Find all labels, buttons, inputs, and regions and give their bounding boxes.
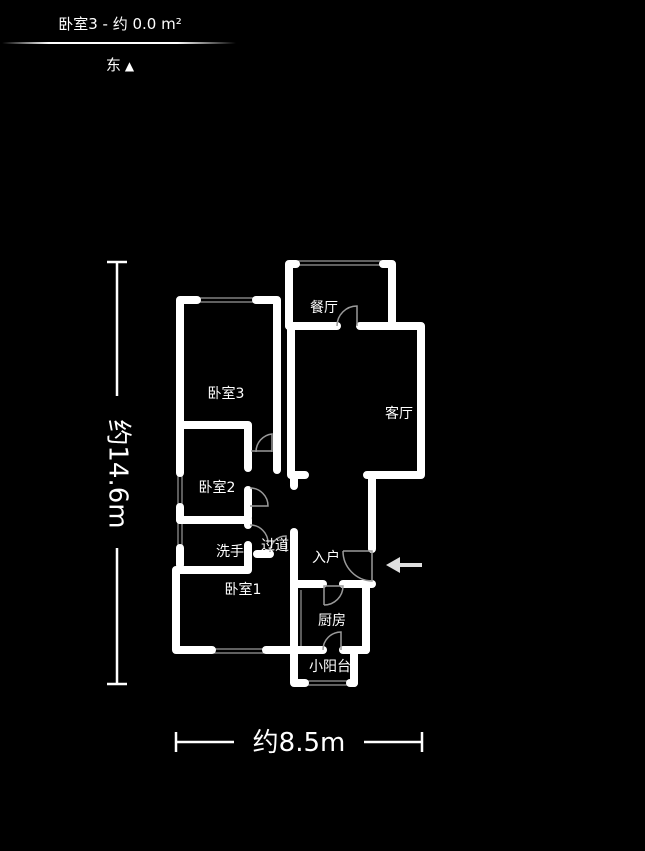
doors [249, 305, 373, 651]
height-dimension [107, 260, 127, 686]
room-labels: 餐厅 卧室3 客厅 卧室2 洗手 过道 入户 卧室1 厨房 小阳台 [199, 300, 413, 675]
arrow-left-icon [386, 557, 422, 573]
triangle-up-icon: ▲ [124, 59, 135, 73]
room-label-kitchen[interactable]: 厨房 [318, 613, 346, 629]
walls [172, 260, 425, 687]
room-label-dining[interactable]: 餐厅 [310, 300, 338, 316]
room-label-corridor[interactable]: 过道 [261, 538, 289, 554]
room-label-living[interactable]: 客厅 [385, 405, 413, 422]
width-dimension [174, 732, 424, 752]
width-label: 约8.5m [253, 728, 346, 758]
compass-label: 东 [105, 56, 121, 74]
room-label-balcony[interactable]: 小阳台 [309, 659, 351, 675]
height-label: 约14.6m [103, 419, 133, 528]
room-label-entrance[interactable]: 入户 [312, 549, 340, 566]
room-label-bedroom3[interactable]: 卧室3 [208, 385, 245, 402]
compass[interactable]: 东▲ [0, 54, 240, 75]
divider [2, 42, 236, 44]
room-label-bedroom2[interactable]: 卧室2 [199, 479, 236, 496]
room-title: 卧室3 - 约 0.0 m² [58, 15, 182, 33]
room-label-wash[interactable]: 洗手 [216, 544, 244, 560]
room-label-bedroom1[interactable]: 卧室1 [225, 581, 262, 598]
